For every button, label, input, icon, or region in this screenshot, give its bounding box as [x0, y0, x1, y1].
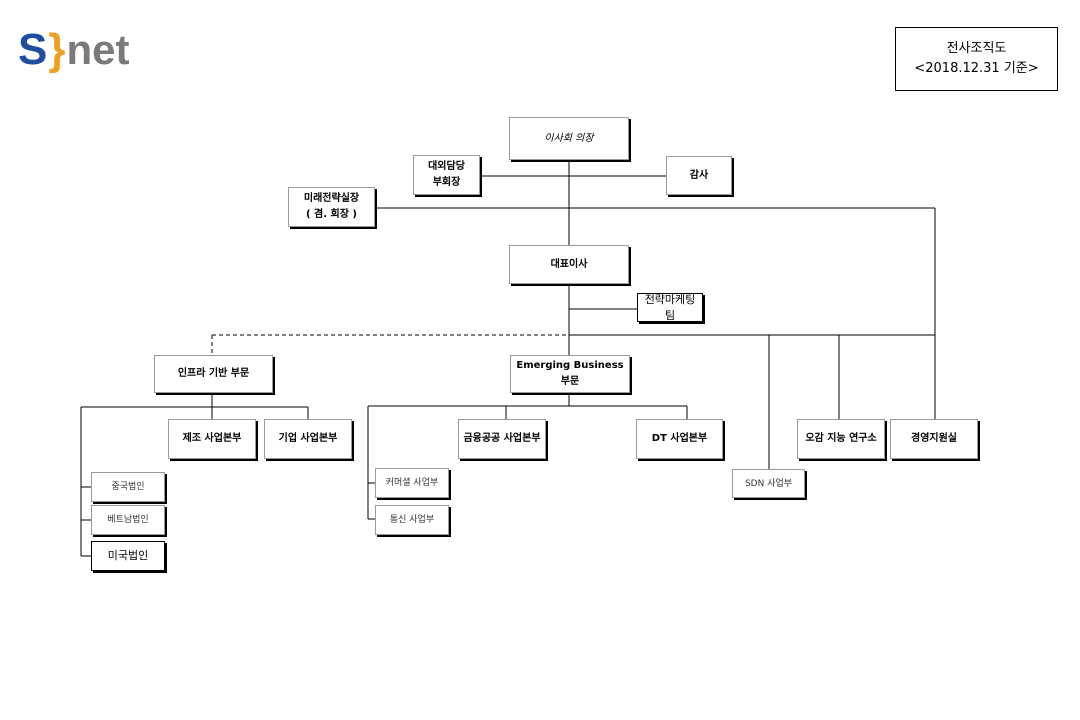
node-ai-lab[interactable]: 오감 지능 연구소: [797, 419, 885, 459]
node-us-corp[interactable]: 미국법인: [91, 541, 165, 571]
company-logo: S}net: [18, 28, 129, 72]
node-future-strategy[interactable]: 미래전략실장 ( 겸. 회장 ): [288, 187, 375, 227]
node-us-corp-label: 미국법인: [107, 549, 149, 562]
node-china-corp-label: 중국법인: [111, 482, 145, 492]
node-management-support-label: 경영지원실: [911, 433, 957, 444]
node-telecom-div-label: 통신 사업부: [389, 515, 435, 525]
node-infra-division-label: 인프라 기반 부문: [177, 368, 250, 379]
node-audit-label: 감사: [689, 169, 709, 181]
node-infra-division[interactable]: 인프라 기반 부문: [154, 355, 273, 393]
node-ceo-label: 대표이사: [550, 258, 588, 270]
node-manufacturing-hq[interactable]: 제조 사업본부: [168, 419, 256, 459]
node-strategic-marketing[interactable]: 전략마케팅팀: [637, 293, 703, 322]
node-emerging-division-label: Emerging Business 부문: [516, 360, 624, 387]
node-sdn-div-label: SDN 사업부: [744, 478, 793, 489]
node-finance-public-hq-label: 금융공공 사업본부: [463, 433, 541, 444]
node-external-vp[interactable]: 대외담당 부회장: [413, 155, 480, 195]
node-dt-hq-label: DT 사업본부: [651, 433, 708, 444]
node-management-support[interactable]: 경영지원실: [890, 419, 978, 459]
node-vietnam-corp[interactable]: 베트남법인: [91, 505, 165, 535]
node-sdn-div[interactable]: SDN 사업부: [732, 469, 805, 498]
node-vietnam-corp-label: 베트남법인: [107, 515, 149, 525]
node-future-strategy-line2: ( 겸. 회장 ): [306, 209, 357, 220]
node-china-corp[interactable]: 중국법인: [91, 472, 165, 502]
node-emerging-division[interactable]: Emerging Business 부문: [510, 355, 630, 393]
node-strategic-marketing-label: 전략마케팅팀: [644, 292, 696, 322]
chart-title: 전사조직도: [946, 41, 1007, 56]
node-dt-hq[interactable]: DT 사업본부: [636, 419, 723, 459]
node-commercial-div[interactable]: 커머셜 사업부: [375, 468, 449, 498]
node-external-vp-line1: 대외담당: [428, 161, 465, 172]
node-board-chair[interactable]: 이사회 의장: [509, 117, 629, 160]
node-audit[interactable]: 감사: [666, 156, 732, 195]
node-enterprise-hq[interactable]: 기업 사업본부: [264, 419, 352, 459]
logo-brace: }: [48, 25, 66, 74]
node-ceo[interactable]: 대표이사: [509, 245, 629, 284]
node-finance-public-hq[interactable]: 금융공공 사업본부: [458, 419, 546, 459]
node-commercial-div-label: 커머셜 사업부: [385, 478, 439, 488]
node-future-strategy-line1: 미래전략실장: [303, 193, 360, 204]
node-board-chair-label: 이사회 의장: [544, 132, 594, 144]
node-enterprise-hq-label: 기업 사업본부: [278, 433, 338, 444]
logo-s: S: [18, 25, 48, 74]
node-ai-lab-label: 오감 지능 연구소: [805, 433, 877, 444]
node-external-vp-line2: 부회장: [432, 177, 461, 188]
chart-date: <2018.12.31 기준>: [914, 61, 1039, 76]
logo-net: net: [66, 26, 130, 73]
node-manufacturing-hq-label: 제조 사업본부: [182, 433, 242, 444]
node-telecom-div[interactable]: 통신 사업부: [375, 505, 449, 535]
chart-title-box: 전사조직도 <2018.12.31 기준>: [895, 27, 1058, 91]
